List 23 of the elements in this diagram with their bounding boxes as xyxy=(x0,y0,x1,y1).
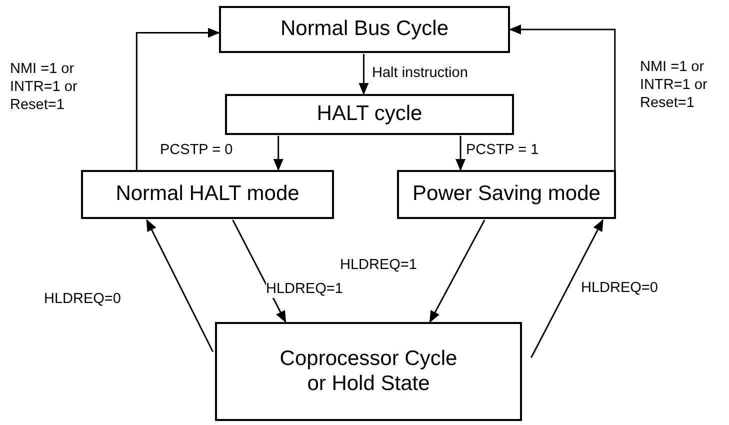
edge-label: HLDREQ=1 xyxy=(340,256,417,274)
arrow xyxy=(146,219,214,352)
state-name: HALT cycle xyxy=(316,102,422,127)
arrow xyxy=(530,219,604,358)
arrow xyxy=(509,24,616,170)
state-box xyxy=(397,170,616,219)
edge-label: HLDREQ=1 xyxy=(266,280,343,298)
edge-label: HLDREQ=0 xyxy=(44,290,121,308)
state-name: Power Saving mode xyxy=(412,182,600,207)
arrow xyxy=(273,136,284,171)
state-name: Normal HALT mode xyxy=(116,182,300,207)
state-box xyxy=(81,170,334,219)
edge-label: HLDREQ=0 xyxy=(581,279,658,298)
state-name: Normal Bus Cycle xyxy=(280,17,449,42)
state-box xyxy=(215,322,522,421)
arrow xyxy=(358,54,369,95)
arrow xyxy=(456,136,466,171)
arrow xyxy=(429,220,486,323)
state-name: Coprocessor Cycle or Hold State xyxy=(278,347,458,396)
state-box xyxy=(225,94,514,135)
arrow xyxy=(136,28,220,170)
arrow xyxy=(232,220,286,323)
state-box xyxy=(219,6,510,53)
